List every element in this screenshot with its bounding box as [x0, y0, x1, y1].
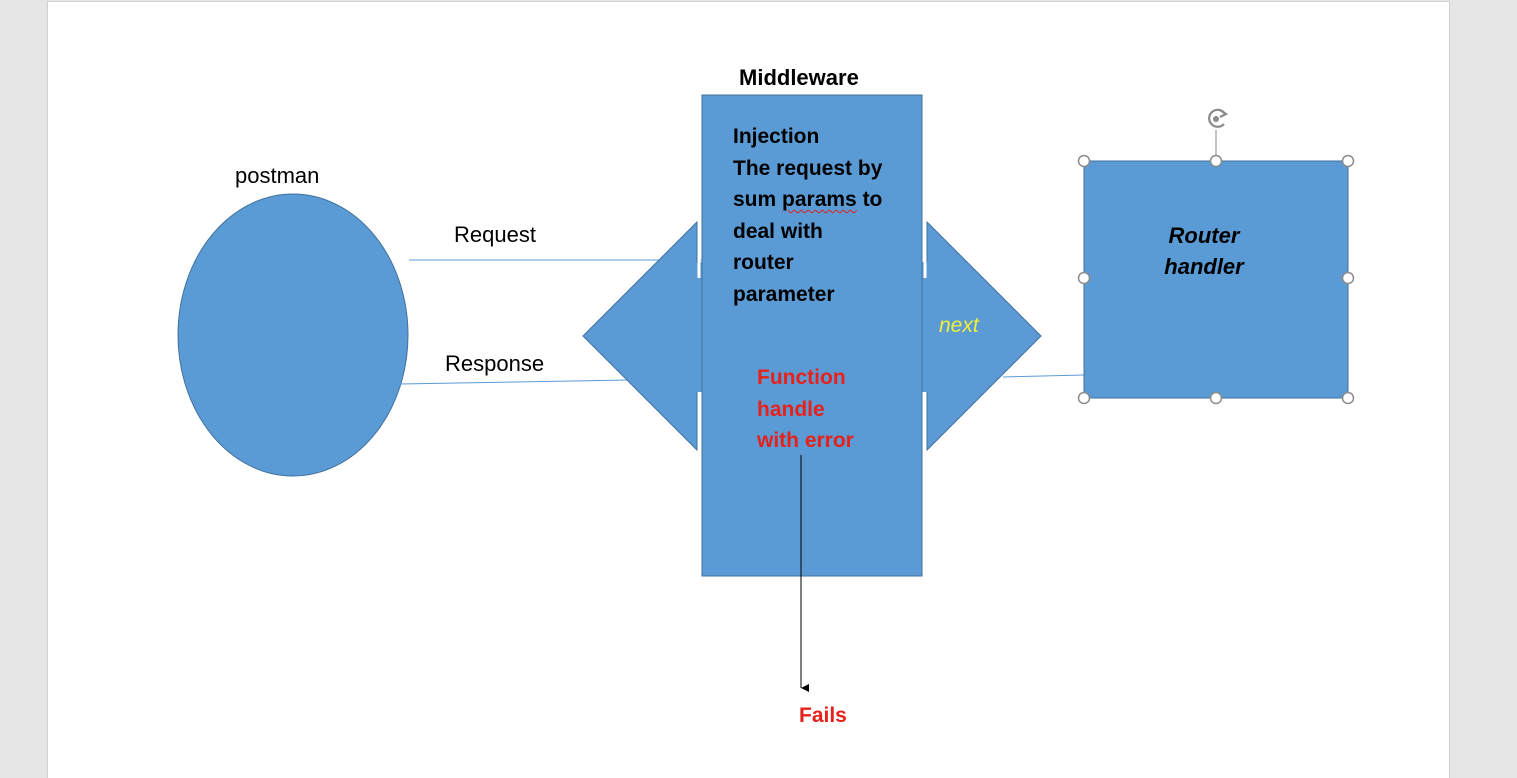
- middleware-rect[interactable]: [701, 94, 923, 577]
- spellcheck-word: params: [782, 188, 857, 211]
- injection-line: router: [733, 251, 794, 274]
- response-connector[interactable]: [393, 379, 631, 388]
- injection-text: Injection The request by sum params to d…: [733, 121, 913, 310]
- function-line: with error: [757, 429, 854, 452]
- middleware-double-arrow[interactable]: [582, 220, 698, 452]
- next-label: next: [939, 314, 979, 337]
- request-label: Request: [454, 222, 536, 247]
- injection-line: deal with: [733, 219, 823, 243]
- rotate-handle-icon[interactable]: [1208, 108, 1229, 128]
- selection-handles[interactable]: [1077, 154, 1355, 405]
- router-line: handler: [1164, 254, 1244, 279]
- injection-line: sum params to: [733, 188, 883, 211]
- resize-handle[interactable]: [1077, 154, 1091, 168]
- response-label: Response: [445, 351, 545, 376]
- resize-handle[interactable]: [1341, 271, 1355, 285]
- router-line: Router: [1168, 223, 1240, 248]
- injection-line: Injection: [733, 125, 820, 148]
- resize-handle[interactable]: [1341, 154, 1355, 168]
- middleware-title: Middleware: [739, 65, 859, 90]
- router-handler-box[interactable]: [1083, 160, 1349, 399]
- next-connector[interactable]: [1002, 374, 1085, 378]
- resize-handle[interactable]: [1209, 391, 1223, 405]
- injection-line: parameter: [733, 282, 835, 306]
- postman-label: postman: [235, 163, 320, 188]
- function-text: Function handle with error: [757, 362, 897, 457]
- router-handler-text: Router handler: [1084, 220, 1324, 282]
- fails-label: Fails: [799, 704, 847, 727]
- resize-handle[interactable]: [1077, 391, 1091, 405]
- resize-handle[interactable]: [1209, 154, 1223, 168]
- function-line: Function: [757, 366, 846, 389]
- resize-handle[interactable]: [1341, 391, 1355, 405]
- function-line: handle: [757, 397, 825, 421]
- injection-line: The request by: [733, 156, 883, 180]
- postman-ellipse[interactable]: [177, 193, 409, 477]
- resize-handle[interactable]: [1077, 271, 1091, 285]
